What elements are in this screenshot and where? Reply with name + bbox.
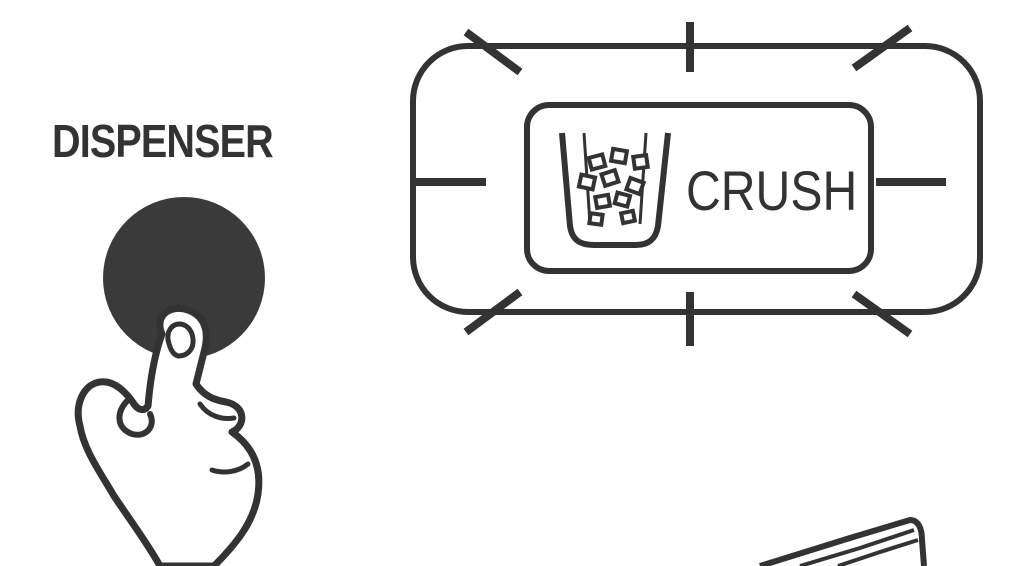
display-panel — [410, 22, 983, 346]
crushed-ice-cup-icon — [559, 132, 671, 248]
thumb-detail — [116, 397, 155, 438]
crush-mode-label: CRUSH — [686, 159, 858, 222]
dispenser-button[interactable] — [103, 197, 265, 359]
dispenser-paddle-icon — [759, 517, 927, 566]
pressing-finger-icon — [74, 305, 263, 566]
crush-indicator[interactable] — [524, 102, 874, 274]
flash-marks — [414, 22, 946, 346]
knuckle-lines — [197, 401, 251, 475]
fingernail — [165, 321, 196, 359]
dispenser-label: DISPENSER — [52, 115, 274, 167]
